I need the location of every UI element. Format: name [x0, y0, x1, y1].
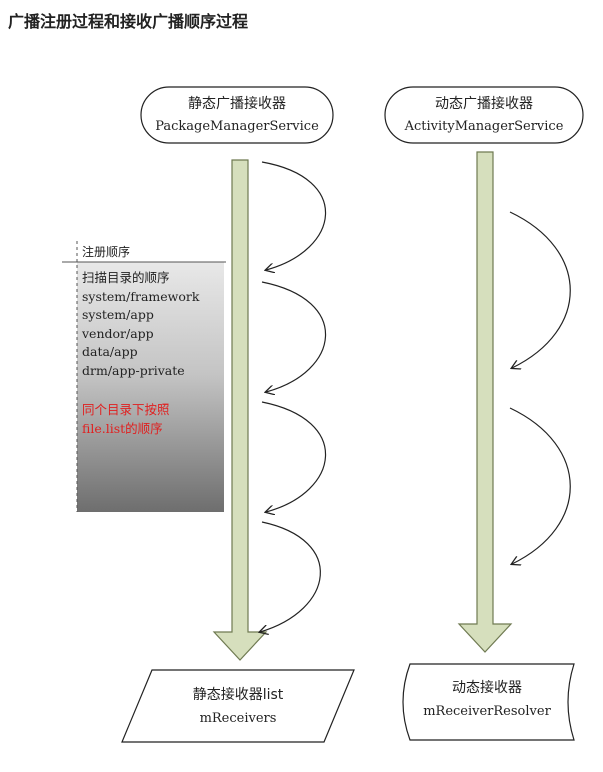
- dynamic-source-service: ActivityManagerService: [404, 119, 564, 134]
- dynamic-resolver-title: 动态接收器: [452, 679, 522, 696]
- dynamic-source-node: [384, 86, 584, 144]
- static-source-node: [140, 86, 334, 144]
- scan-line-4: data/app: [82, 344, 138, 359]
- dynamic-step-arrow-2: [509, 407, 571, 564]
- static-source-title: 静态广播接收器: [188, 95, 286, 112]
- dynamic-step-arrow-1: [509, 211, 571, 368]
- scan-line-5: drm/app-private: [82, 363, 185, 378]
- scan-line-2: system/app: [82, 307, 154, 322]
- dynamic-receiver-source: 动态广播接收器 ActivityManagerService: [384, 86, 584, 144]
- dynamic-resolver-shape: [402, 663, 575, 741]
- scan-order-note: 注册顺序 扫描目录的顺序 system/framework system/app…: [62, 241, 226, 512]
- static-receiver-list: 静态接收器list mReceivers: [121, 669, 355, 743]
- scan-line-3: vendor/app: [81, 326, 154, 341]
- scan-line-1: system/framework: [82, 289, 200, 304]
- static-list-shape: [121, 669, 355, 743]
- static-receiver-source: 静态广播接收器 PackageManagerService: [140, 86, 334, 144]
- scan-order-panel: [77, 262, 224, 512]
- dynamic-receiver-resolver: 动态接收器 mReceiverResolver: [402, 663, 575, 741]
- scan-highlight-0: 同个目录下按照: [82, 402, 170, 417]
- static-flow-arrow: [212, 159, 268, 661]
- note-header: 注册顺序: [82, 244, 130, 259]
- dynamic-source-title: 动态广播接收器: [435, 95, 533, 112]
- dynamic-step-arrows: [509, 211, 571, 564]
- static-list-field: mReceivers: [200, 711, 277, 726]
- static-source-service: PackageManagerService: [155, 119, 319, 134]
- scan-highlight-1: file.list的顺序: [82, 421, 163, 436]
- page-title: 广播注册过程和接收广播顺序过程: [8, 12, 249, 31]
- scan-line-0: 扫描目录的顺序: [82, 270, 170, 285]
- static-step-arrow-3: [261, 401, 327, 512]
- static-list-title: 静态接收器list: [193, 686, 284, 703]
- static-step-arrow-4: [260, 521, 321, 632]
- static-step-arrow-2: [261, 281, 327, 392]
- dynamic-resolver-field: mReceiverResolver: [423, 704, 551, 719]
- static-step-arrow-1: [261, 161, 327, 270]
- dynamic-flow-arrow: [457, 151, 513, 653]
- static-step-arrows: [260, 161, 327, 632]
